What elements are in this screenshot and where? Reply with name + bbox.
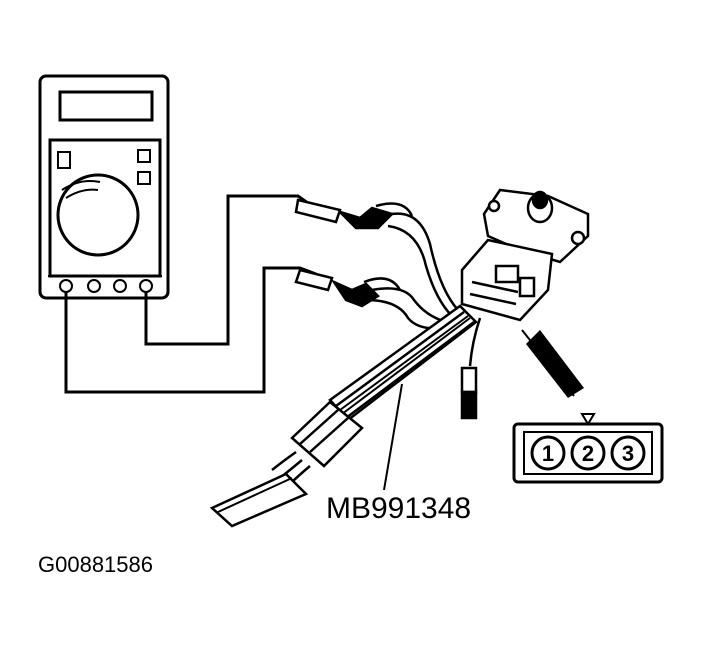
probe-clip-upper: [294, 198, 414, 230]
tool-part-number: MB991348: [326, 492, 471, 525]
test-lead-wires: [64, 194, 317, 394]
pin-label-1: 1: [542, 441, 554, 466]
test-harness-icon: [209, 304, 478, 528]
throttle-position-sensor-icon: [460, 188, 590, 322]
multimeter-icon: [38, 74, 170, 300]
pinout-pointer: [521, 329, 584, 398]
figure-code: G00881586: [38, 552, 153, 577]
harness-leads: [365, 212, 459, 330]
tool-leader-line: [383, 383, 403, 491]
pin-label-3: 3: [622, 441, 634, 466]
pin-label-2: 2: [582, 441, 594, 466]
harness-probe: [460, 317, 482, 420]
connector-pinout-icon: [512, 413, 664, 484]
